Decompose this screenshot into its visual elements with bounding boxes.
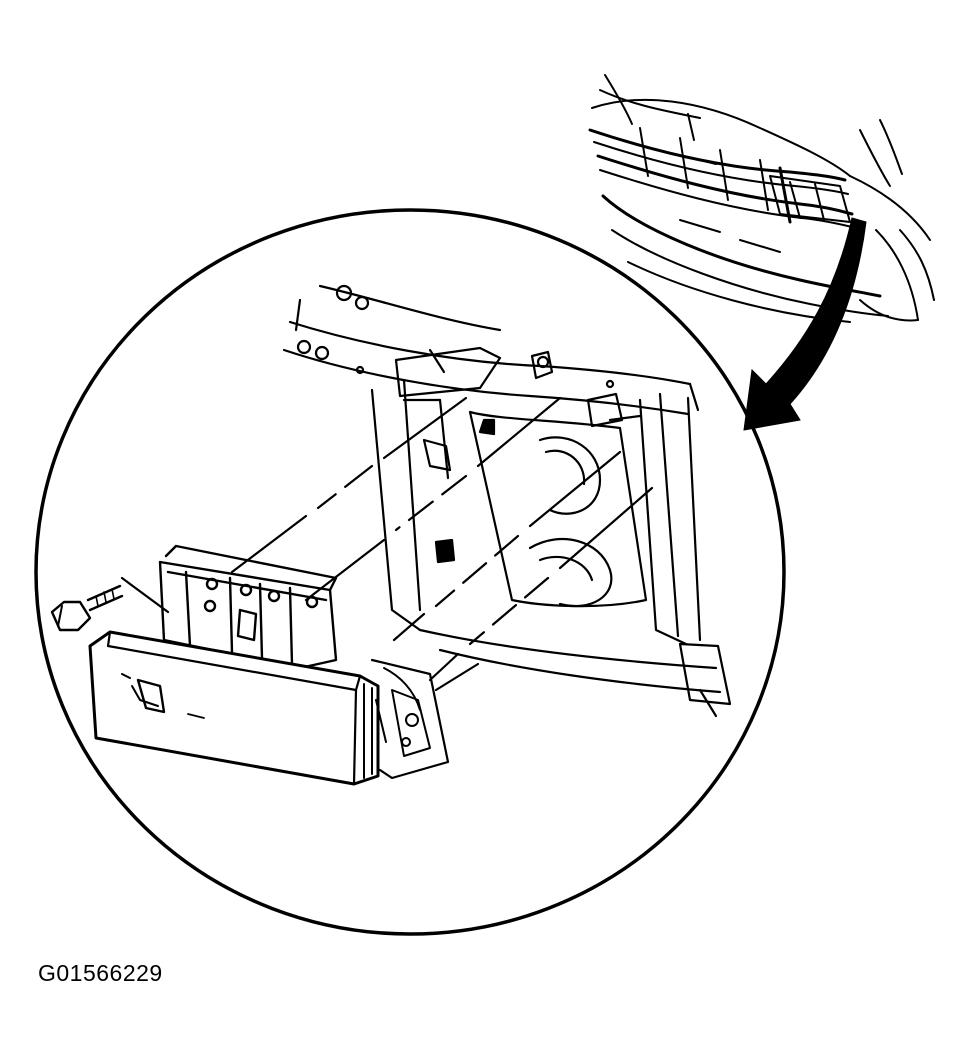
radiator-support-panel bbox=[282, 284, 732, 718]
headlamp-bracket bbox=[158, 544, 338, 670]
alignment-lines bbox=[230, 396, 654, 692]
detail-circle bbox=[34, 208, 786, 936]
headlamp-assembly bbox=[88, 630, 450, 786]
curved-arrow-icon bbox=[743, 217, 867, 431]
bolt-icon bbox=[50, 576, 170, 632]
figure-id-label: G01566229 bbox=[38, 960, 163, 986]
vehicle-front-thumbnail bbox=[588, 74, 935, 323]
